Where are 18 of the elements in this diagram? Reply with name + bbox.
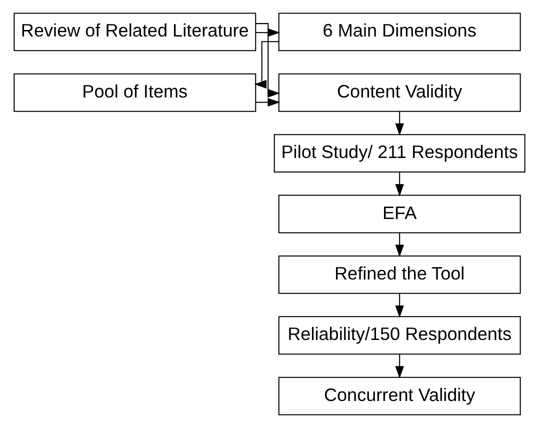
arrow xyxy=(395,232,404,258)
arrow xyxy=(256,98,280,107)
arrow xyxy=(395,172,404,196)
arrow xyxy=(395,112,404,136)
node-box: Concurrent Validity xyxy=(278,376,521,416)
node-box: Review of Related Literature xyxy=(14,12,256,52)
node-box: Content Validity xyxy=(278,73,521,112)
node-box: Reliability/150 Respondents xyxy=(278,316,521,355)
node-box: 6 Main Dimensions xyxy=(278,12,521,52)
arrow xyxy=(395,294,404,318)
node-box: Refined the Tool xyxy=(278,255,521,294)
node-box: Pool of Items xyxy=(14,73,256,112)
node-box: Pilot Study/ 211 Respondents xyxy=(274,134,526,173)
node-box: EFA xyxy=(278,194,521,234)
arrow xyxy=(256,28,280,37)
arrow xyxy=(256,23,280,98)
arrow xyxy=(254,41,279,89)
arrow xyxy=(395,354,404,379)
